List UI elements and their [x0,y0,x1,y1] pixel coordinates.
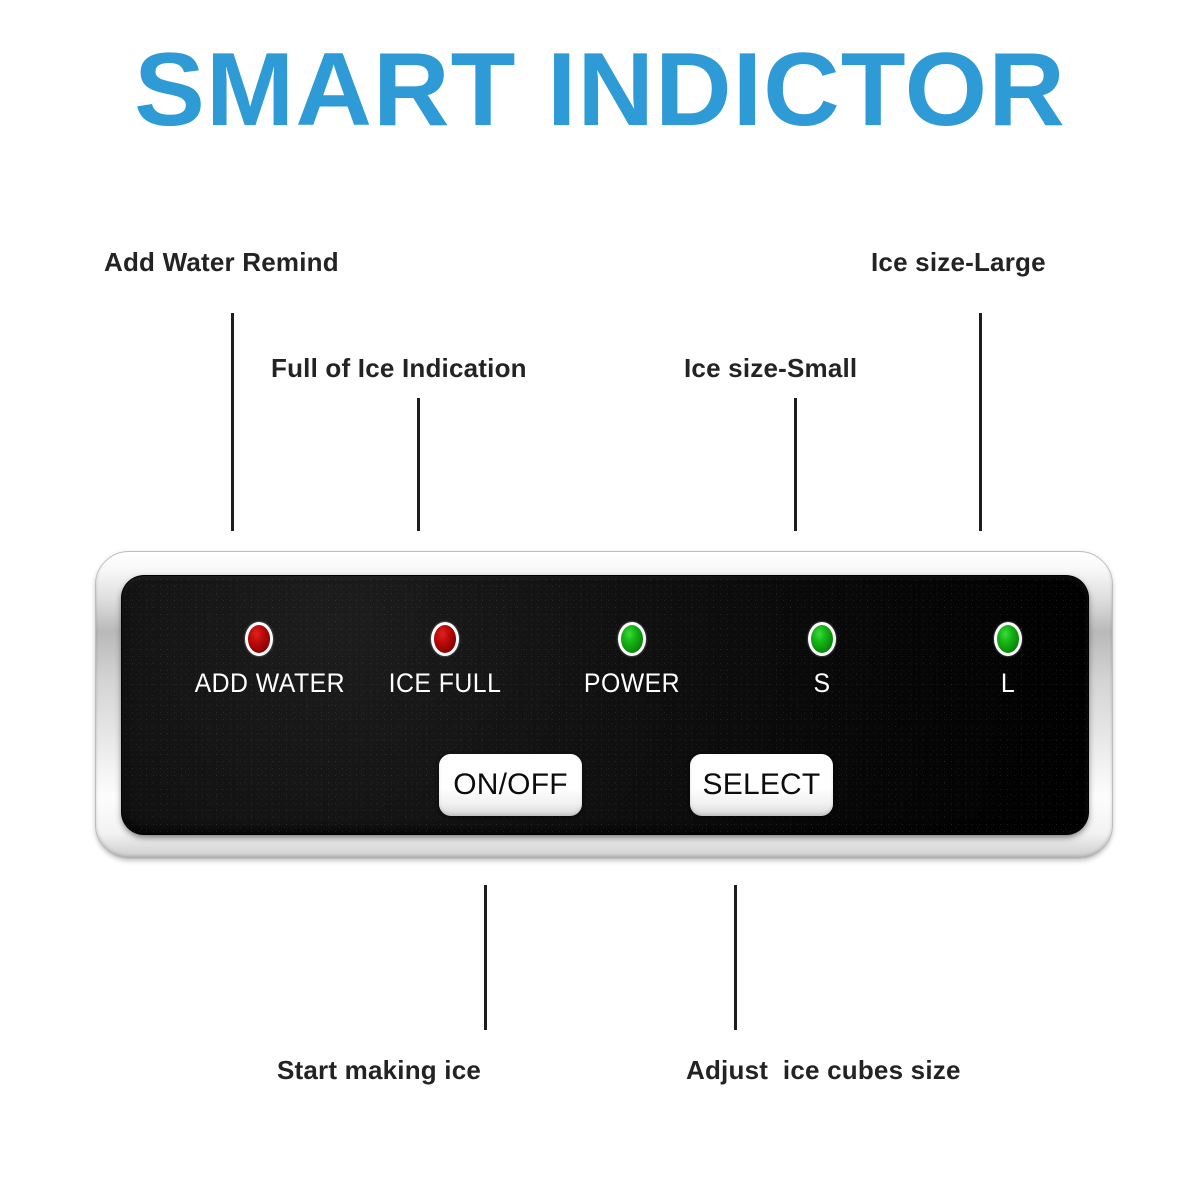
select-button[interactable]: SELECT [690,754,833,816]
ice-size-small-led-icon [808,622,836,656]
callout-label-ice-size-small: Ice size-Small [684,353,858,383]
led-group-ice-size-large: L [938,622,1078,698]
leader-line-full-of-ice-indication [417,398,420,531]
control-panel-face: ADD WATER ICE FULL POWER S L ON/OFF SELE… [122,576,1088,834]
callout-label-adjust-ice-cubes-size: Adjust ice cubes size [686,1055,961,1085]
leader-line-ice-size-large [979,313,982,531]
power-led-label: POWER [583,668,681,698]
leader-line-adjust-ice-cubes-size [734,885,737,1030]
ice-size-large-led-icon [994,622,1022,656]
callout-label-start-making-ice: Start making ice [277,1055,482,1085]
ice-full-led-icon [431,622,459,656]
add-water-led-label: ADD WATER [194,668,346,698]
page-title: SMART INDICTOR [134,32,1066,148]
led-group-ice-full: ICE FULL [375,622,515,698]
callout-label-full-of-ice-indication: Full of Ice Indication [271,353,527,383]
leader-line-ice-size-small [794,398,797,531]
callout-label-add-water-remind: Add Water Remind [104,247,339,277]
led-group-ice-size-small: S [752,622,892,698]
add-water-led-icon [245,622,273,656]
led-group-power: POWER [562,622,702,698]
power-led-icon [618,622,646,656]
ice-size-small-led-label: S [813,668,831,698]
on-off-button[interactable]: ON/OFF [439,754,582,816]
control-panel-bezel: ADD WATER ICE FULL POWER S L ON/OFF SELE… [95,551,1113,859]
led-group-add-water: ADD WATER [189,622,346,698]
callout-label-ice-size-large: Ice size-Large [871,247,1046,277]
leader-line-start-making-ice [484,885,487,1030]
leader-line-add-water-remind [231,313,234,531]
ice-full-led-label: ICE FULL [388,668,502,698]
ice-size-large-led-label: L [1000,668,1016,698]
